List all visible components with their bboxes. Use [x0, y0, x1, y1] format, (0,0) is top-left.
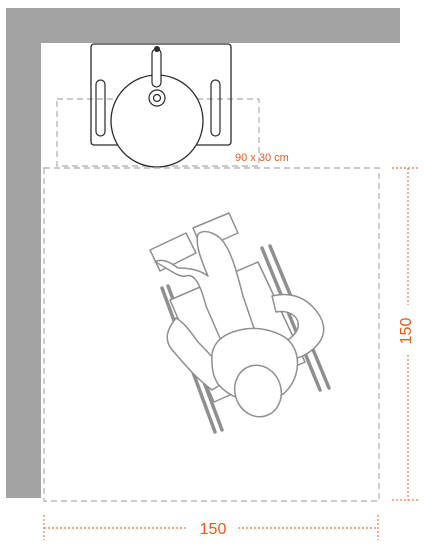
- dimension-horizontal: 150: [43, 515, 379, 540]
- wall-l-shape: [6, 8, 400, 498]
- dim-vertical-label: 150: [398, 318, 415, 345]
- drain-outer: [148, 89, 166, 107]
- washbasin-icon: [90, 43, 232, 168]
- dim-horizontal-label: 150: [200, 521, 227, 538]
- legs: [154, 230, 259, 353]
- wall-top: [6, 8, 400, 43]
- washbasin-bowl: [110, 74, 204, 168]
- wheelchair-user-icon: [149, 212, 331, 434]
- drain-inner: [152, 93, 162, 103]
- wall-left: [6, 8, 41, 498]
- turning-space-zone: [43, 167, 380, 502]
- head: [233, 364, 283, 418]
- faucet-base: [154, 46, 160, 52]
- washbasin-grab-bar-right: [210, 79, 221, 137]
- dimension-vertical: 150: [392, 167, 420, 501]
- sink-zone-label: 90 x 30 cm: [235, 152, 289, 164]
- faucet-spout: [151, 48, 162, 88]
- washbasin-grab-bar-left: [95, 79, 106, 137]
